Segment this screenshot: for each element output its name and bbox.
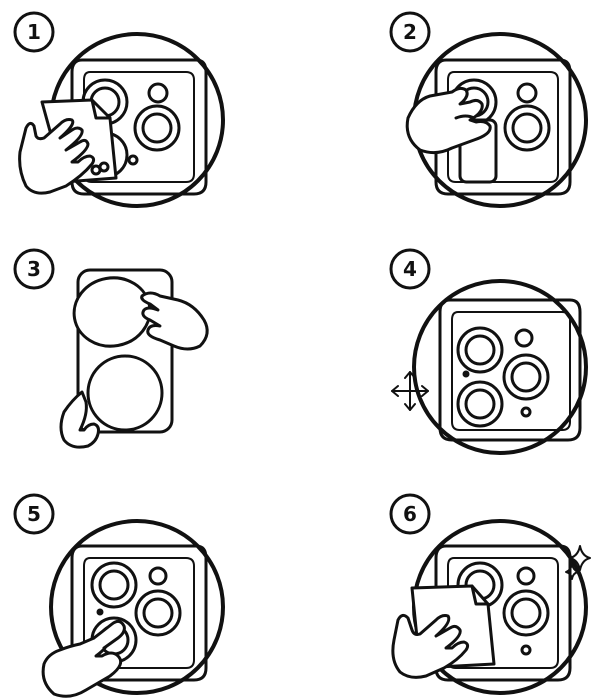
step-badge <box>13 493 55 535</box>
step-1: 1 <box>13 11 225 208</box>
polish-with-cloth-icon <box>391 519 591 695</box>
step-badge <box>389 11 431 53</box>
wipe-lens-with-cloth-icon <box>18 32 225 208</box>
step-number: 4 <box>403 257 417 281</box>
step-5: 5 <box>13 493 225 698</box>
step-number: 3 <box>27 257 41 281</box>
sparkle-icon <box>565 563 579 580</box>
step-2: 2 <box>389 11 588 208</box>
step-number: 5 <box>27 502 41 526</box>
step-4: 4 <box>389 248 588 455</box>
step-number: 6 <box>403 502 417 526</box>
sparkle-icon <box>569 545 591 571</box>
step-badge <box>13 11 55 53</box>
step-number: 1 <box>27 20 41 44</box>
apply-dust-sticker-icon <box>405 32 588 208</box>
step-badge <box>389 493 431 535</box>
align-lens-protector-icon <box>391 279 588 455</box>
step-badge <box>389 248 431 290</box>
step-6: 6 <box>389 493 591 695</box>
press-lens-protector-icon <box>41 519 225 698</box>
step-number: 2 <box>403 20 417 44</box>
step-3: 3 <box>13 248 209 449</box>
peel-protector-film-icon <box>59 268 209 449</box>
step-badge <box>13 248 55 290</box>
